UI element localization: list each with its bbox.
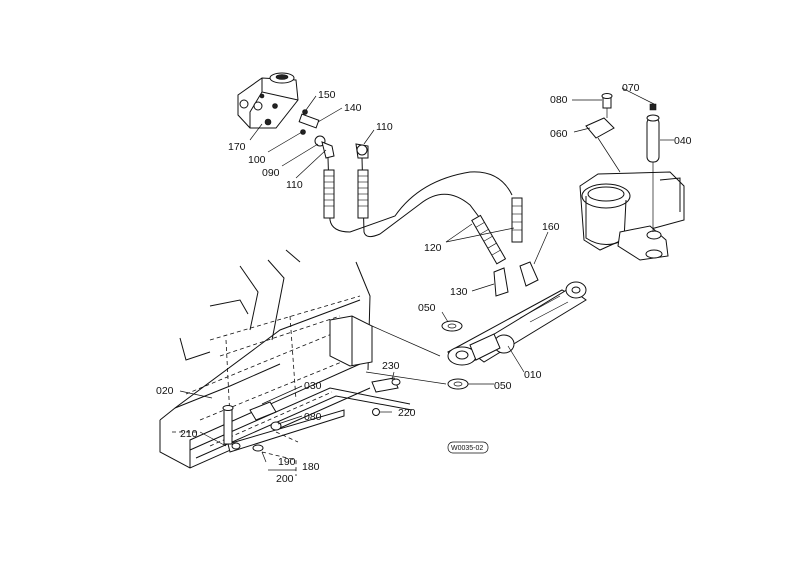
label-140: 140 [344,102,362,114]
label-150: 150 [318,89,336,101]
steering-valve [237,72,299,129]
drawing-code: W0035-02 [447,441,489,454]
washer-lower [447,378,469,390]
label-090: 090 [262,167,280,179]
kingpin-parts [585,93,660,232]
label-040: 040 [674,135,692,147]
label-120: 120 [424,242,442,254]
label-010: 010 [524,369,542,381]
label-130: 130 [450,286,468,298]
label-210: 210 [180,428,198,440]
label-070: 070 [622,82,640,94]
label-050-upper: 050 [418,302,436,314]
leader-lines [179,87,674,471]
part-labels: 150 140 110 170 100 090 110 080 070 060 … [156,82,692,485]
label-030: 030 [304,380,322,392]
label-060: 060 [550,128,568,140]
label-050-lower: 050 [494,380,512,392]
drawing-code-text: W0035-02 [451,445,483,452]
label-180: 180 [302,461,320,473]
label-020: 020 [156,385,174,397]
label-230: 230 [382,360,400,372]
label-190: 190 [278,456,296,468]
steering-rod [222,377,401,476]
label-110-top: 110 [376,121,393,133]
power-cylinder [446,281,587,366]
label-080-bottom: 080 [304,411,322,423]
valve-fittings [298,109,369,159]
axle-bracket [579,171,685,261]
label-080-top: 080 [550,94,568,106]
label-220: 220 [398,407,416,419]
hydraulic-hoses [323,157,539,297]
label-170: 170 [228,141,246,153]
label-160: 160 [542,221,560,233]
label-100: 100 [248,154,266,166]
label-200: 200 [276,473,294,485]
front-frame [159,249,447,469]
washer-upper [441,320,463,332]
label-110-bottom: 110 [286,179,303,191]
